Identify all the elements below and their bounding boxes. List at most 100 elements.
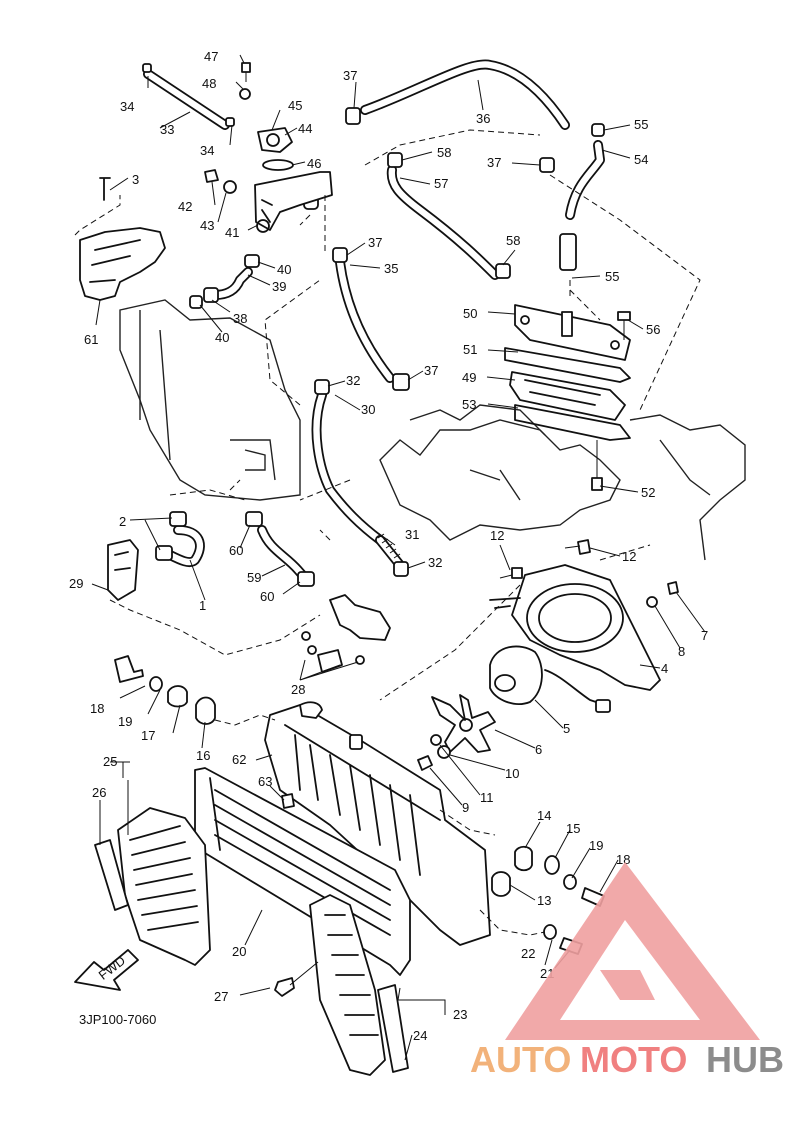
callout-44: 44 [298, 121, 312, 136]
callout-54: 54 [634, 152, 648, 167]
callout-18b: 18 [616, 852, 630, 867]
callout-17: 17 [141, 728, 155, 743]
callout-52: 52 [641, 485, 655, 500]
callout-1: 1 [199, 598, 206, 613]
side-cover-right [309, 894, 409, 1076]
hose-1 [165, 525, 205, 568]
callout-51: 51 [463, 342, 477, 357]
radiator-mounts [114, 655, 605, 997]
watermark-logo [505, 862, 760, 1040]
callout-23: 23 [453, 1007, 467, 1022]
callout-63: 63 [258, 774, 272, 789]
thermo-switch [301, 594, 391, 673]
callout-9: 9 [462, 800, 469, 815]
callout-37b: 37 [487, 155, 501, 170]
callout-18a: 18 [90, 701, 104, 716]
callout-50: 50 [463, 306, 477, 321]
callout-26: 26 [92, 785, 106, 800]
watermark-part2: MOTO [580, 1039, 687, 1080]
callout-24: 24 [413, 1028, 427, 1043]
callout-12a: 12 [490, 528, 504, 543]
callout-11: 11 [480, 790, 494, 805]
callout-57: 57 [434, 176, 448, 191]
callout-41: 41 [225, 225, 239, 240]
hose-39 [210, 267, 253, 300]
callout-58b: 58 [506, 233, 520, 248]
bracket-29 [107, 539, 139, 601]
radiator [264, 701, 491, 946]
fan-motor [489, 645, 611, 713]
callout-61: 61 [84, 332, 98, 347]
callout-13: 13 [537, 893, 551, 908]
callout-labels: 1 2 3 4 5 6 7 8 9 10 11 12 12 13 14 15 1… [69, 49, 708, 1043]
callout-56: 56 [646, 322, 660, 337]
water-pipe-assembly [504, 304, 631, 491]
watermark-text: AUTO MOTO HUB [470, 1039, 784, 1080]
callout-39: 39 [272, 279, 286, 294]
callout-14: 14 [537, 808, 551, 823]
hose-35 [335, 257, 395, 383]
callout-15: 15 [566, 821, 580, 836]
callout-7: 7 [701, 628, 708, 643]
callout-31: 31 [405, 527, 419, 542]
callout-43: 43 [200, 218, 214, 233]
watermark-part3: HUB [706, 1039, 784, 1080]
hose-59 [257, 525, 310, 583]
callout-60b: 60 [260, 589, 274, 604]
callout-4: 4 [661, 661, 668, 676]
reservoir-tank [79, 177, 166, 301]
hose-31 [375, 533, 405, 570]
callout-34a: 34 [120, 99, 134, 114]
callout-19b: 19 [589, 838, 603, 853]
callout-8: 8 [678, 644, 685, 659]
hose-30 [311, 390, 385, 545]
callout-6: 6 [535, 742, 542, 757]
callout-10: 10 [505, 766, 519, 781]
thermostat-housing [204, 62, 333, 233]
side-cover-left [94, 807, 211, 966]
callout-42: 42 [178, 199, 192, 214]
callout-32b: 32 [428, 555, 442, 570]
callout-60a: 60 [229, 543, 243, 558]
callout-45: 45 [288, 98, 302, 113]
callout-3: 3 [132, 172, 139, 187]
callout-33: 33 [160, 122, 174, 137]
callout-40a: 40 [277, 262, 291, 277]
callout-27: 27 [214, 989, 228, 1004]
callout-32a: 32 [346, 373, 360, 388]
callout-47: 47 [204, 49, 218, 64]
callout-53: 53 [462, 397, 476, 412]
callout-58a: 58 [437, 145, 451, 160]
callout-30: 30 [361, 402, 375, 417]
callout-34b: 34 [200, 143, 214, 158]
callout-5: 5 [563, 721, 570, 736]
callout-49: 49 [462, 370, 476, 385]
hose-54 [559, 140, 605, 271]
callout-22: 22 [521, 946, 535, 961]
callout-19a: 19 [118, 714, 132, 729]
reference-lines [74, 129, 701, 936]
callout-40b: 40 [215, 330, 229, 345]
hose-57 [386, 165, 500, 280]
hose-33 [143, 69, 230, 130]
leader-lines [91, 54, 706, 1061]
callout-59: 59 [247, 570, 261, 585]
callout-16: 16 [196, 748, 210, 763]
hose-36 [360, 59, 570, 130]
callout-12b: 12 [622, 549, 636, 564]
diagram-code: 3JP100-7060 [79, 1012, 156, 1027]
callout-37c: 37 [368, 235, 382, 250]
watermark-part1: AUTO [470, 1039, 571, 1080]
callout-25: 25 [103, 754, 117, 769]
fwd-arrow: FWD [74, 949, 139, 991]
callout-55b: 55 [605, 269, 619, 284]
callout-37a: 37 [343, 68, 357, 83]
callout-38: 38 [233, 311, 247, 326]
callout-2: 2 [119, 514, 126, 529]
callout-20: 20 [232, 944, 246, 959]
callout-48: 48 [202, 76, 216, 91]
callout-62: 62 [232, 752, 246, 767]
nuts-washers [417, 539, 679, 771]
fan-blade [431, 694, 496, 753]
